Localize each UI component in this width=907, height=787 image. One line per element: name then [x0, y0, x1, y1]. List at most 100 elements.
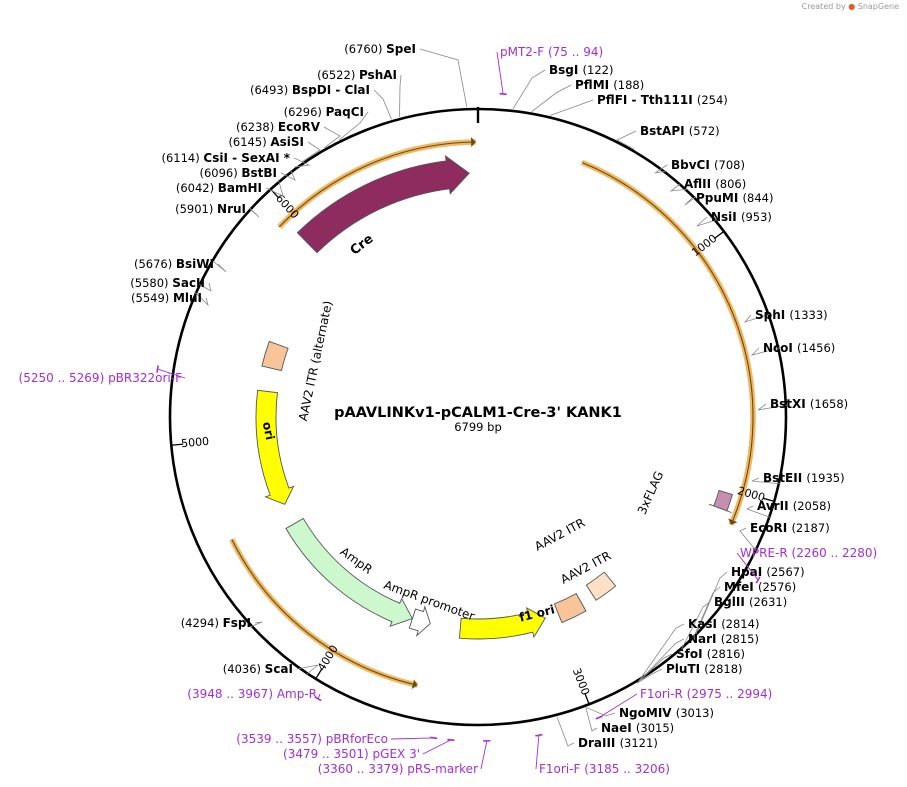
enzyme-site: PluTI (2818) — [636, 662, 743, 684]
primer: (3948 .. 3967) Amp-R — [187, 687, 322, 702]
enzyme-site: (5901) NruI — [175, 202, 260, 218]
enzyme-site: (6760) SpeI — [344, 42, 468, 108]
orf-arc-head — [728, 518, 738, 525]
enzyme-site: KasI (2814) — [637, 617, 759, 683]
enzyme-site: PflMI (188) — [531, 78, 644, 112]
enzyme-label: (6042) BamHI — [176, 181, 262, 195]
enzyme-leader — [750, 347, 781, 356]
credit-text: Created by — [801, 2, 846, 11]
enzyme-site: AflII (806) — [669, 177, 746, 192]
enzyme-label: BbvCI (708) — [671, 158, 745, 172]
orf-arc-line — [278, 141, 476, 228]
plasmid-title: pAAVLINKv1-pCALM1-Cre-3' KANK1 — [334, 405, 622, 421]
primer-leader — [496, 51, 504, 95]
enzyme-leader — [301, 141, 321, 163]
enzyme-label: SphI (1333) — [755, 308, 828, 322]
enzyme-site: NgoMIV (3013) — [586, 706, 714, 720]
primer-label: F1ori-F (3185 .. 3206) — [539, 762, 670, 776]
primer: WPRE-R (2260 .. 2280) — [736, 546, 877, 584]
enzyme-site: (4036) ScaI — [223, 662, 319, 676]
enzyme-leader — [210, 259, 227, 273]
enzyme-label: PpuMI (844) — [696, 191, 773, 205]
enzyme-leader — [556, 716, 575, 747]
enzyme-label: (4294) FspI — [181, 616, 251, 630]
orf-arc-line — [581, 161, 754, 525]
enzyme-label: SfoI (2816) — [676, 647, 745, 661]
enzyme-leader — [249, 621, 263, 628]
enzyme-leader — [373, 89, 392, 120]
primer-leader — [390, 737, 434, 740]
enzyme-label: NgoMIV (3013) — [619, 706, 714, 720]
enzyme-site: HpaI (2567) — [693, 565, 805, 640]
enzyme-label: (6238) EcoRV — [236, 120, 321, 134]
enzyme-site: (6042) BamHI — [176, 179, 284, 197]
enzyme-site: MfeI (2576) — [691, 580, 796, 642]
primer-label: (3360 .. 3379) pRS-marker — [318, 762, 478, 776]
primer-leader — [317, 693, 321, 699]
primer-leader — [598, 693, 638, 718]
enzyme-label: (5676) BsiWI — [134, 257, 214, 271]
feature-label: 3xFLAG — [635, 469, 666, 517]
enzyme-leader — [693, 571, 728, 640]
feature-cre — [296, 155, 470, 254]
enzyme-label: NcoI (1456) — [763, 341, 835, 355]
enzyme-site: SfoI (2816) — [636, 647, 745, 684]
enzyme-label: PflMI (188) — [575, 78, 644, 92]
feature-label: AAV2 ITR (alternate) — [296, 299, 335, 422]
enzyme-leader — [197, 282, 212, 292]
enzyme-label: AvrII (2058) — [757, 499, 831, 513]
tick-label: 4000 — [315, 643, 341, 674]
enzyme-site: NsiI (953) — [696, 210, 772, 227]
orf-layer — [229, 137, 756, 690]
enzyme-leader — [512, 69, 546, 110]
enzyme-label: (4036) ScaI — [223, 662, 293, 676]
enzyme-leader — [637, 623, 685, 683]
primer-label: pMT2-F (75 .. 94) — [500, 45, 603, 59]
enzyme-leader — [586, 707, 616, 717]
orf-arc-head — [471, 137, 476, 148]
enzyme-label: NarI (2815) — [688, 632, 759, 646]
enzyme-leader — [745, 505, 772, 519]
enzyme-site: BglII (2631) — [679, 595, 787, 653]
enzyme-site: BstAPI (572) — [616, 124, 720, 150]
enzyme-label: EcoRI (2187) — [750, 521, 830, 535]
feature-ori — [255, 389, 295, 505]
enzyme-site: BsgI (122) — [512, 63, 613, 110]
enzyme-site: AvrII (2058) — [745, 499, 831, 519]
enzyme-label: (6114) CsiI - SexAI * — [162, 151, 291, 165]
tick-label: 1000 — [689, 232, 719, 259]
tick-mark — [171, 443, 184, 446]
enzyme-leader — [636, 653, 673, 684]
enzyme-site: BstEII (1935) — [751, 471, 845, 485]
primer-leader — [736, 552, 759, 581]
primer-mark — [156, 365, 159, 373]
enzyme-leader — [616, 130, 637, 150]
enzyme-leader — [691, 586, 721, 642]
enzyme-leader — [549, 99, 594, 116]
enzyme-leader — [637, 638, 685, 684]
enzyme-leader — [419, 48, 468, 108]
enzyme-label: (6296) PaqCI — [284, 105, 364, 119]
primer-label: F1ori-R (2975 .. 2994) — [640, 687, 772, 701]
enzyme-site: NaeI (3015) — [585, 707, 674, 735]
enzyme-leader — [669, 183, 689, 192]
feature-label: AAV2 ITR — [532, 516, 587, 554]
enzyme-site: (6296) PaqCI — [284, 105, 369, 141]
enzyme-site: BstXI (1658) — [757, 397, 848, 411]
enzyme-leader — [338, 111, 369, 141]
tick-label: 3000 — [570, 666, 592, 697]
enzyme-layer: (6760) SpeI(6522) PshAI(6493) BspDI - Cl… — [130, 42, 848, 750]
tick-mark — [762, 497, 775, 502]
enzyme-leader — [757, 403, 788, 411]
enzyme-label: MfeI (2576) — [724, 580, 796, 594]
enzyme-site: (5580) SacII — [130, 276, 212, 292]
enzyme-label: BstXI (1658) — [770, 397, 848, 411]
enzyme-site: PpuMI (844) — [684, 191, 773, 206]
enzyme-leader — [399, 74, 402, 118]
enzyme-label: (5580) SacII — [130, 276, 205, 290]
orf-arc-line — [231, 539, 418, 686]
enzyme-leader — [248, 207, 260, 218]
enzyme-label: (5901) NruI — [175, 202, 246, 216]
primer-leader — [157, 368, 186, 379]
plasmid-length: 6799 bp — [454, 420, 502, 434]
